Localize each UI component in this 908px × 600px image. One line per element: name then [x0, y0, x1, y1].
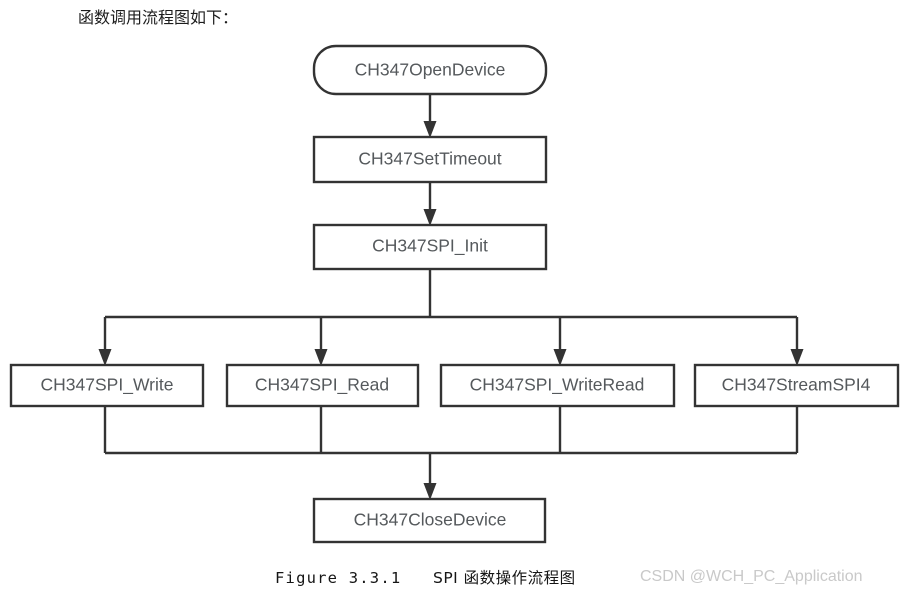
figure-number: Figure 3.3.1	[275, 569, 402, 587]
csdn-watermark: CSDN @WCH_PC_Application	[640, 568, 863, 585]
node-label: CH347SPI_Init	[372, 236, 488, 257]
arrow-head-icon	[423, 121, 437, 138]
edge-timeout-to-init	[423, 182, 437, 226]
node-ch347streamspi4[interactable]: CH347StreamSPI4	[693, 363, 900, 408]
edge-bus-merge	[103, 406, 799, 500]
arrow-head-icon	[553, 349, 567, 366]
node-label: CH347StreamSPI4	[722, 375, 871, 395]
node-label: CH347OpenDevice	[355, 60, 506, 80]
figure-caption: Figure 3.3.1 SPI 函数操作流程图	[275, 566, 576, 588]
arrow-head-icon	[423, 483, 437, 500]
node-ch347settimeout[interactable]: CH347SetTimeout	[312, 135, 548, 184]
intro-text: 函数调用流程图如下：	[78, 8, 239, 27]
node-label: CH347SPI_WriteRead	[470, 375, 645, 396]
arrow-head-icon	[98, 349, 112, 366]
arrow-head-icon	[314, 349, 328, 366]
arrow-head-icon	[790, 349, 804, 366]
node-ch347closedevice[interactable]: CH347CloseDevice	[312, 497, 547, 544]
node-label: CH347SPI_Write	[41, 375, 174, 396]
node-label: CH347CloseDevice	[354, 510, 507, 530]
arrow-head-icon	[423, 209, 437, 226]
node-ch347spi-read[interactable]: CH347SPI_Read	[225, 363, 420, 408]
node-ch347opendevice[interactable]: CH347OpenDevice	[312, 44, 548, 96]
edge-bus-fanout	[98, 269, 804, 366]
edge-open-to-timeout	[423, 94, 437, 138]
node-ch347spi-writeread[interactable]: CH347SPI_WriteRead	[439, 363, 676, 408]
node-label: CH347SPI_Read	[255, 375, 389, 396]
node-ch347spi-write[interactable]: CH347SPI_Write	[9, 363, 205, 408]
node-ch347spi-init[interactable]: CH347SPI_Init	[312, 223, 548, 271]
node-label: CH347SetTimeout	[358, 149, 501, 169]
figure-title: SPI 函数操作流程图	[433, 569, 576, 587]
